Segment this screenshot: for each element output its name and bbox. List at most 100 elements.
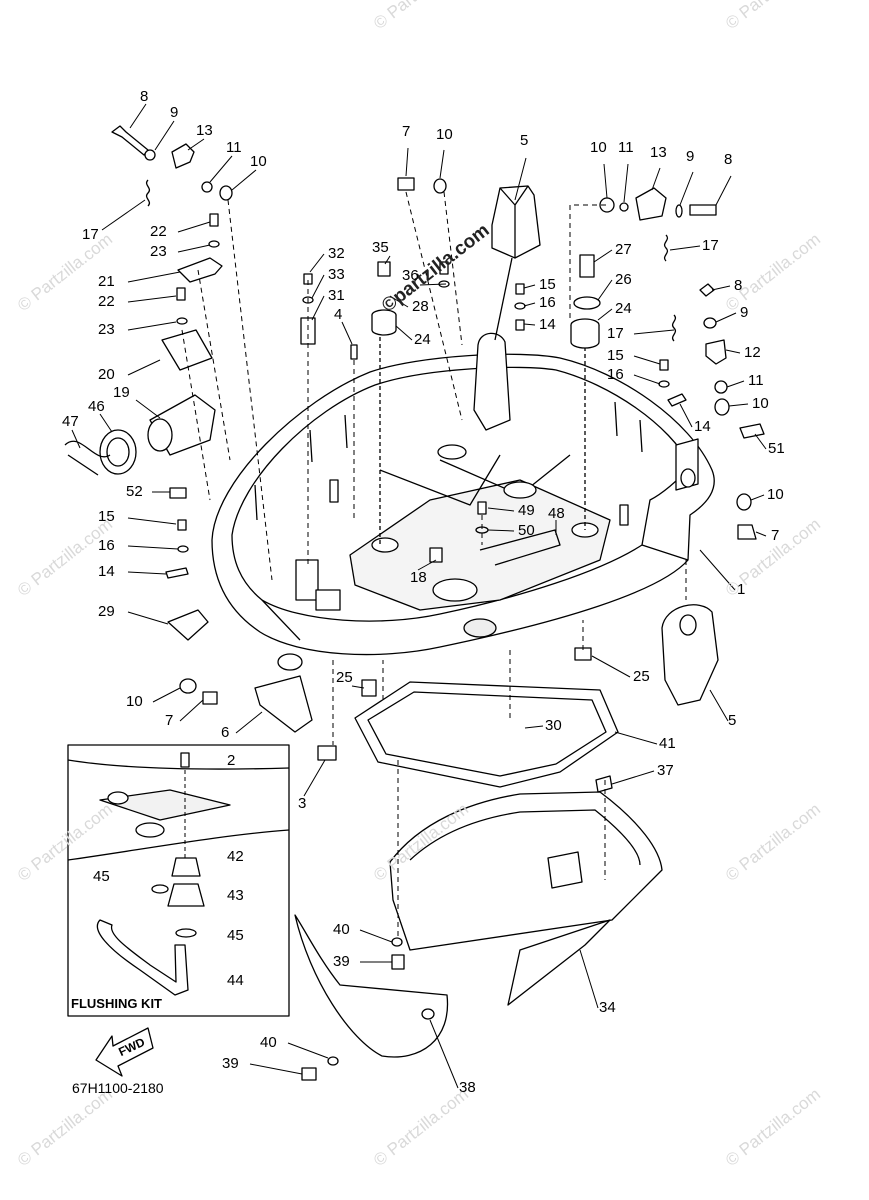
callout: 17	[82, 226, 99, 243]
callout: 52	[126, 483, 143, 500]
callout: 45	[227, 927, 244, 944]
callout: 15	[98, 508, 115, 525]
callout: 42	[227, 848, 244, 865]
callout: 13	[196, 122, 213, 139]
callout: 44	[227, 972, 244, 989]
callout: 18	[410, 569, 427, 586]
callout: 45	[93, 868, 110, 885]
hardware-top-left	[64, 125, 233, 641]
callout: 13	[650, 144, 667, 161]
callout: 8	[724, 151, 733, 168]
callout: 22	[98, 293, 115, 310]
callout: 17	[702, 237, 719, 254]
callout: 16	[539, 294, 556, 311]
callout: 23	[150, 243, 167, 260]
callout: 28	[412, 298, 429, 315]
hardware-top-center	[300, 177, 450, 360]
callout: 27	[615, 241, 632, 258]
assembly-lines	[181, 191, 687, 940]
side-cover-38	[294, 914, 449, 1081]
leader-lines	[71, 103, 767, 1089]
callout: 23	[98, 321, 115, 338]
callout: 40	[260, 1034, 277, 1051]
callout: 39	[222, 1055, 239, 1072]
callout: 49	[518, 502, 535, 519]
bottom-cowling	[211, 330, 715, 656]
callout: 25	[336, 669, 353, 686]
callout: 9	[686, 148, 695, 165]
callout: 15	[607, 347, 624, 364]
callout: 48	[548, 505, 565, 522]
bracket-part-5-right	[661, 604, 719, 706]
callout: 16	[98, 537, 115, 554]
callout: 9	[170, 104, 179, 121]
callout: 10	[250, 153, 267, 170]
callout: 8	[734, 277, 743, 294]
grommet-24-right	[570, 318, 600, 349]
callout: 40	[333, 921, 350, 938]
callout: 10	[436, 126, 453, 143]
callout: 6	[221, 724, 230, 741]
callout: 29	[98, 603, 115, 620]
lower-cowling-34	[389, 791, 663, 1006]
callout: 14	[539, 316, 556, 333]
callout: 12	[744, 344, 761, 361]
callout: 31	[328, 287, 345, 304]
callout: 34	[599, 999, 616, 1016]
callout: 7	[402, 123, 411, 140]
callout: 25	[633, 668, 650, 685]
flushing-kit-box	[67, 744, 290, 1017]
callout: 24	[615, 300, 632, 317]
callout: 41	[659, 735, 676, 752]
callout: 7	[165, 712, 174, 729]
callout: 14	[98, 563, 115, 580]
callout: 10	[590, 139, 607, 156]
callout: 36	[402, 267, 419, 284]
callout: 20	[98, 366, 115, 383]
callout: 38	[459, 1079, 476, 1096]
hardware-top-right	[514, 187, 765, 439]
callout: 11	[226, 139, 242, 156]
callout: 16	[607, 366, 624, 383]
callout: 11	[748, 372, 764, 389]
seal-41	[354, 681, 619, 788]
callout: 4	[334, 306, 343, 323]
grommet-24-left	[371, 309, 397, 336]
flushing-kit-label: FLUSHING KIT	[71, 996, 162, 1011]
callout: 17	[607, 325, 624, 342]
callout: 9	[740, 304, 749, 321]
callout: 8	[140, 88, 149, 105]
callout: 7	[771, 527, 780, 544]
callout: 10	[752, 395, 769, 412]
callout: 5	[728, 712, 737, 729]
callout: 2	[227, 752, 236, 769]
fwd-arrow-icon	[95, 1027, 154, 1077]
part-code: 67H1100-2180	[72, 1080, 164, 1096]
callout: 51	[768, 440, 785, 457]
callout: 5	[520, 132, 529, 149]
callout: 11	[618, 139, 634, 156]
callout: 32	[328, 245, 345, 262]
callout: 33	[328, 266, 345, 283]
callout: 30	[545, 717, 562, 734]
bracket-part-5-top	[473, 185, 541, 431]
callout: 43	[227, 887, 244, 904]
callout: 46	[88, 398, 105, 415]
callout: 10	[126, 693, 143, 710]
callout: 21	[98, 273, 115, 290]
callout: 39	[333, 953, 350, 970]
callout: 14	[694, 418, 711, 435]
callout: 15	[539, 276, 556, 293]
callout: 37	[657, 762, 674, 779]
callout: 19	[113, 384, 130, 401]
callout: 3	[298, 795, 307, 812]
callout: 10	[767, 486, 784, 503]
callout: 1	[737, 581, 746, 598]
callout: 26	[615, 271, 632, 288]
callout: 47	[62, 413, 79, 430]
callout: 24	[414, 331, 431, 348]
callout: 22	[150, 223, 167, 240]
callout: 50	[518, 522, 535, 539]
callout: 35	[372, 239, 389, 256]
